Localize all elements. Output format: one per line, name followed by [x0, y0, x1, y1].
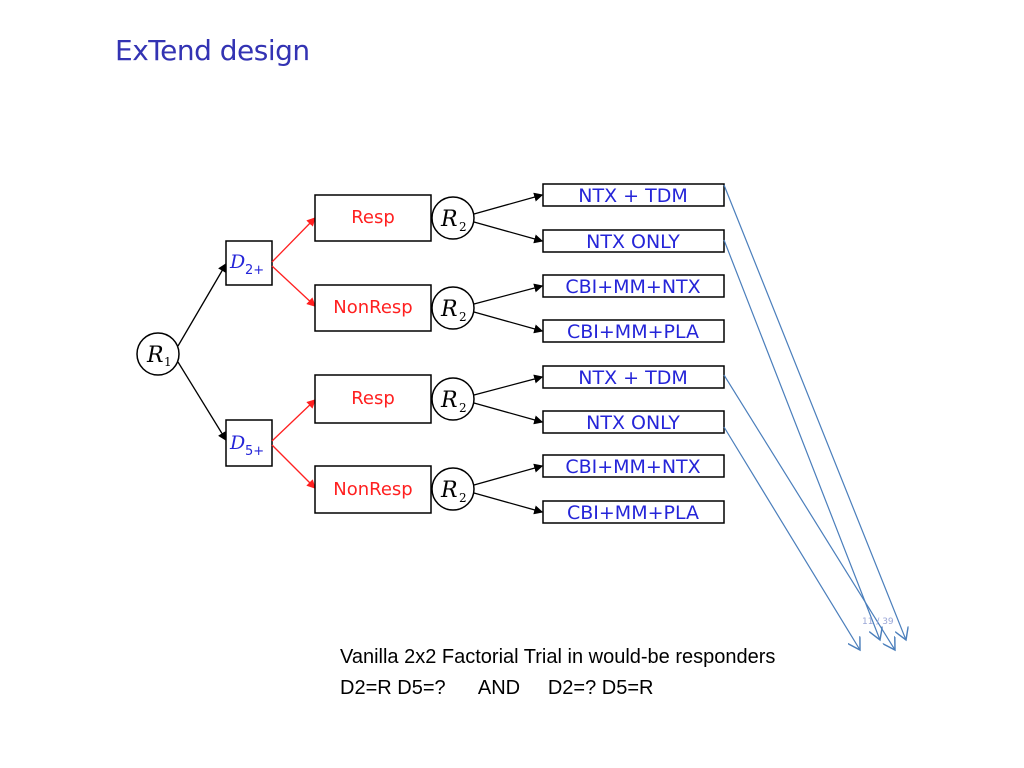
arrow-d5-nonresp [271, 444, 316, 489]
arrow-d2-nonresp [271, 265, 316, 307]
response-box-d5-nonresp: NonResp [314, 465, 432, 514]
randomization-node-r1: R 1 [136, 332, 180, 376]
caption-line-2: D2=R D5=? AND D2=? D5=R [340, 677, 654, 699]
nonresp-label: NonResp [333, 297, 412, 318]
arrow-r2d-t7 [473, 463, 544, 486]
arrow-r2c-t6 [473, 402, 544, 425]
treatment-label: NTX ONLY [586, 231, 680, 253]
annotation-arrow-2 [723, 239, 880, 640]
response-box-d2-nonresp: NonResp [314, 284, 432, 332]
arrow-r1-d5 [177, 361, 227, 442]
randomization-node-r2-d: R 2 [431, 467, 475, 511]
treatment-box-2: NTX ONLY [542, 229, 725, 253]
arrow-d5-resp [271, 399, 316, 442]
d5-label: D [229, 432, 245, 454]
treatment-label: NTX ONLY [586, 412, 680, 434]
annotation-arrow-4 [723, 426, 860, 650]
response-box-d5-resp: Resp [314, 374, 432, 424]
resp-label: Resp [351, 207, 395, 228]
response-box-d2-resp: Resp [314, 194, 432, 242]
treatment-label: CBI+MM+NTX [565, 276, 700, 298]
r2-label: R [440, 478, 458, 503]
nonresp-label: NonResp [333, 479, 412, 500]
treatment-label: NTX + TDM [578, 367, 687, 389]
r2-label: R [440, 207, 458, 232]
arrow-r2a-t2 [473, 221, 544, 244]
treatment-label: NTX + TDM [578, 185, 687, 207]
treatment-label: CBI+MM+NTX [565, 456, 700, 478]
treatment-label: CBI+MM+PLA [567, 502, 699, 524]
treatment-box-3: CBI+MM+NTX [542, 274, 725, 298]
randomization-node-r2-b: R 2 [431, 286, 475, 330]
r2-subscript: 2 [459, 401, 467, 415]
d5-subscript: 5+ [245, 444, 264, 459]
stage-box-d5: D 5+ [225, 419, 273, 467]
arrow-r2b-t3 [473, 283, 544, 305]
slide-title: ExTend design [115, 34, 310, 67]
d2-subscript: 2+ [245, 263, 264, 278]
r2-label: R [440, 297, 458, 322]
annotation-arrow-3 [723, 374, 895, 650]
treatment-box-4: CBI+MM+PLA [542, 319, 725, 343]
treatment-box-1: NTX + TDM [542, 183, 725, 207]
page-number: 11 / 39 [862, 617, 894, 627]
annotation-arrow-1 [723, 184, 906, 640]
stage-box-d2: D 2+ [225, 240, 273, 286]
arrow-r2c-t5 [473, 374, 544, 396]
r2-subscript: 2 [459, 220, 467, 234]
treatment-box-8: CBI+MM+PLA [542, 500, 725, 524]
arrow-r2d-t8 [473, 492, 544, 515]
treatment-box-7: CBI+MM+NTX [542, 454, 725, 478]
treatment-box-5: NTX + TDM [542, 365, 725, 389]
arrow-r2b-t4 [473, 311, 544, 334]
arrow-r2a-t1 [473, 192, 544, 215]
r1-subscript: 1 [164, 355, 172, 369]
caption-line-1: Vanilla 2x2 Factorial Trial in would-be … [340, 646, 776, 668]
r2-label: R [440, 388, 458, 413]
randomization-node-r2-c: R 2 [431, 377, 475, 421]
randomization-node-r2-a: R 2 [431, 196, 475, 240]
r1-label: R [146, 343, 164, 368]
r2-subscript: 2 [459, 491, 467, 505]
treatment-label: CBI+MM+PLA [567, 321, 699, 343]
d2-label: D [229, 251, 245, 273]
treatment-box-6: NTX ONLY [542, 410, 725, 434]
arrow-r1-d2 [177, 262, 227, 347]
r2-subscript: 2 [459, 310, 467, 324]
arrow-d2-resp [271, 217, 316, 263]
resp-label: Resp [351, 388, 395, 409]
